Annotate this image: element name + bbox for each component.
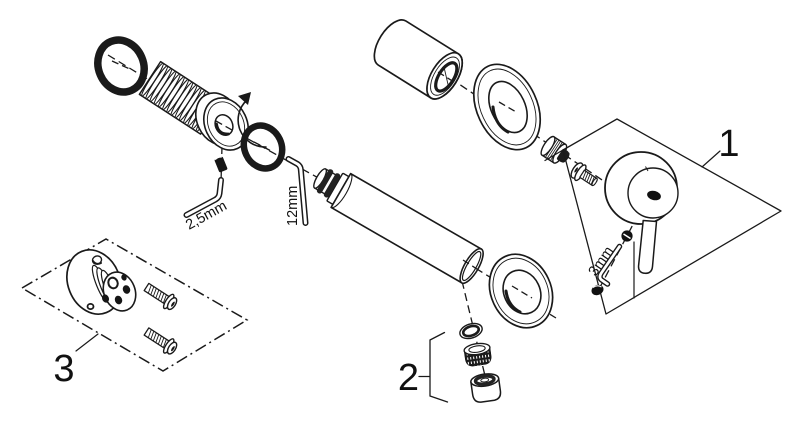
- o-ring-large: [94, 36, 148, 96]
- flange-hole-shadow: [215, 122, 230, 136]
- lever-handle: [604, 151, 679, 275]
- spout-o-ring-band: [323, 173, 341, 198]
- handle-escutcheon-ring: [472, 63, 542, 151]
- hex-key-12mm-label: 12mm: [285, 186, 301, 226]
- spout-tube: [313, 168, 484, 285]
- face-hole: [114, 295, 123, 305]
- handle-lever-arm: [637, 219, 658, 275]
- axis-dash-overlays: [111, 60, 533, 299]
- grub-screw: [214, 156, 228, 173]
- part1-group: 3mm 1: [544, 118, 782, 315]
- aerator-group: 2: [398, 322, 502, 403]
- mounting-screw: [143, 327, 178, 355]
- mounting-screw: [143, 282, 178, 311]
- handle-fixing-screw: [570, 162, 598, 187]
- part3-leader-line: [75, 333, 99, 352]
- mounting-plate: [66, 249, 137, 315]
- part3-group: 3: [20, 238, 249, 390]
- part2-label: 2: [398, 357, 419, 399]
- handle-plug: [591, 284, 604, 296]
- part2-bracket: [418, 331, 449, 403]
- face-hole: [121, 274, 127, 281]
- hex-key-12mm: [285, 156, 309, 226]
- part1-label: 1: [718, 123, 739, 165]
- rotation-arrow-icon: [237, 99, 267, 148]
- part1-leader-line: [701, 150, 721, 168]
- hex-key-2-5mm: [183, 177, 224, 218]
- face-center-hole: [107, 276, 119, 290]
- hex-key-3mm: [597, 243, 623, 287]
- face-hole: [122, 285, 131, 294]
- cartridge-nut: [540, 135, 570, 164]
- part1-boundary-extension: [544, 149, 564, 162]
- flange-rim: [206, 101, 246, 147]
- part3-label: 3: [53, 348, 74, 390]
- plate-bottom-hole: [86, 302, 95, 310]
- part1-boundary: [562, 118, 782, 315]
- o-ring-small: [240, 122, 286, 172]
- spout-group: 12mm: [285, 156, 554, 329]
- part3-boundary: [20, 238, 249, 372]
- spout-o-ring-band: [316, 169, 334, 194]
- spout-escutcheon-ring: [488, 253, 554, 329]
- brand-logo-icon: [647, 190, 661, 201]
- face-hole: [101, 294, 110, 303]
- trim-group: [373, 19, 598, 187]
- axis-handle-assembly: [449, 77, 627, 197]
- aerator-insert: [463, 342, 492, 367]
- aerator-housing: [470, 373, 502, 403]
- rotation-arrowhead-icon: [238, 92, 251, 105]
- aerator-washer: [459, 322, 483, 340]
